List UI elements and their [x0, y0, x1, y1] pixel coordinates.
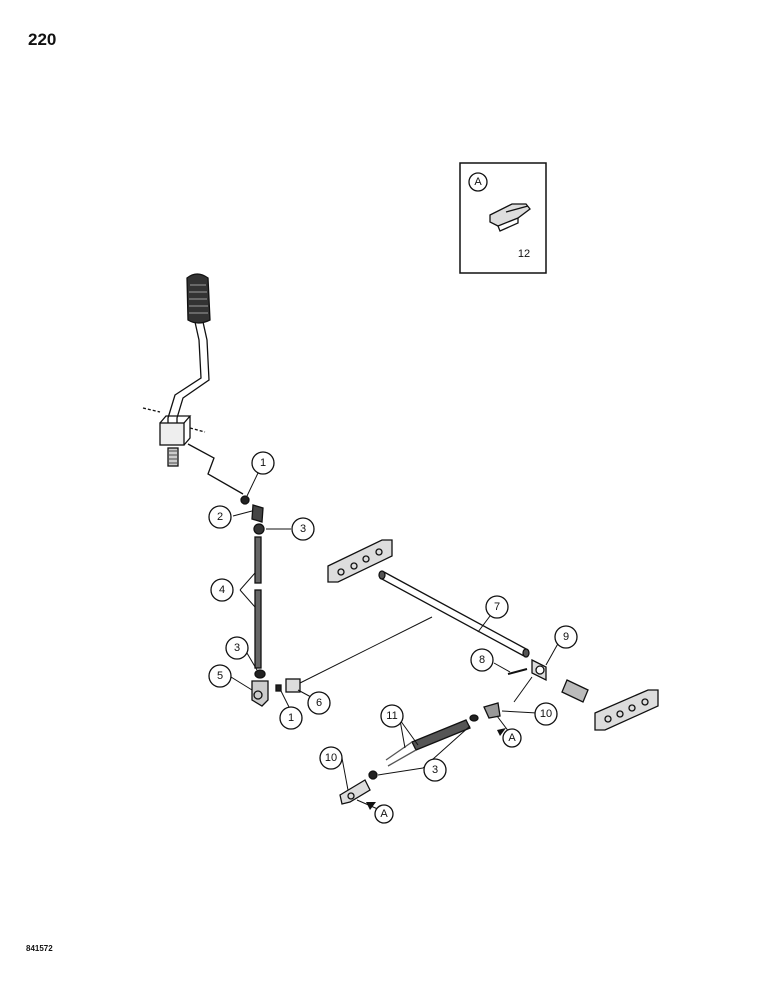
callout-1-upper: 1: [251, 451, 275, 475]
vertical-linkage: [240, 495, 433, 707]
callout-10-right: 10: [534, 702, 558, 726]
callout-6: 6: [307, 691, 331, 715]
svg-text:A: A: [508, 732, 516, 744]
svg-text:7: 7: [494, 601, 500, 613]
svg-text:3: 3: [234, 642, 240, 654]
svg-text:10: 10: [325, 752, 337, 764]
svg-text:5: 5: [217, 670, 223, 682]
callout-9: 9: [554, 625, 578, 649]
callout-5: 5: [208, 664, 232, 688]
svg-text:11: 11: [386, 710, 397, 722]
shift-lever: [142, 273, 244, 495]
cross-shaft: [378, 570, 530, 658]
svg-text:8: 8: [479, 654, 485, 666]
callout-2: 2: [208, 505, 232, 529]
svg-text:10: 10: [540, 708, 552, 720]
callout-8: 8: [470, 648, 494, 672]
callout-1-lower: 1: [279, 706, 303, 730]
callout-a-left: A: [366, 802, 394, 824]
svg-text:3: 3: [432, 764, 438, 776]
drawing-code: 841572: [26, 944, 53, 953]
callout-10-left: 10: [319, 746, 343, 770]
svg-text:6: 6: [316, 697, 322, 709]
svg-text:A: A: [380, 808, 388, 820]
svg-text:1: 1: [260, 457, 266, 469]
clip-pin-icon: [489, 203, 531, 232]
callout-4: 4: [210, 578, 234, 602]
adjustable-rod-assembly: [339, 702, 501, 805]
inset-label: A: [474, 176, 482, 188]
callout-7: 7: [485, 595, 509, 619]
lower-mounting-bracket: [594, 689, 659, 731]
callout-3-lower: 3: [423, 758, 447, 782]
upper-mounting-bracket: [327, 539, 393, 583]
callout-leaders: [230, 472, 561, 811]
svg-text:4: 4: [219, 584, 225, 596]
callout-a-right: A: [497, 728, 522, 748]
callout-11: 11: [380, 704, 404, 728]
callout-3-upper: 3: [291, 517, 315, 541]
shaft-lever: [507, 658, 589, 703]
svg-text:1: 1: [288, 712, 294, 724]
svg-text:2: 2: [217, 511, 223, 523]
svg-text:9: 9: [563, 631, 569, 643]
svg-text:3: 3: [300, 523, 306, 535]
inset-part-number: 12: [518, 248, 530, 260]
inset-detail-a: A 12: [459, 162, 547, 274]
callout-3-middle: 3: [225, 636, 249, 660]
page-number: 220: [28, 30, 57, 49]
